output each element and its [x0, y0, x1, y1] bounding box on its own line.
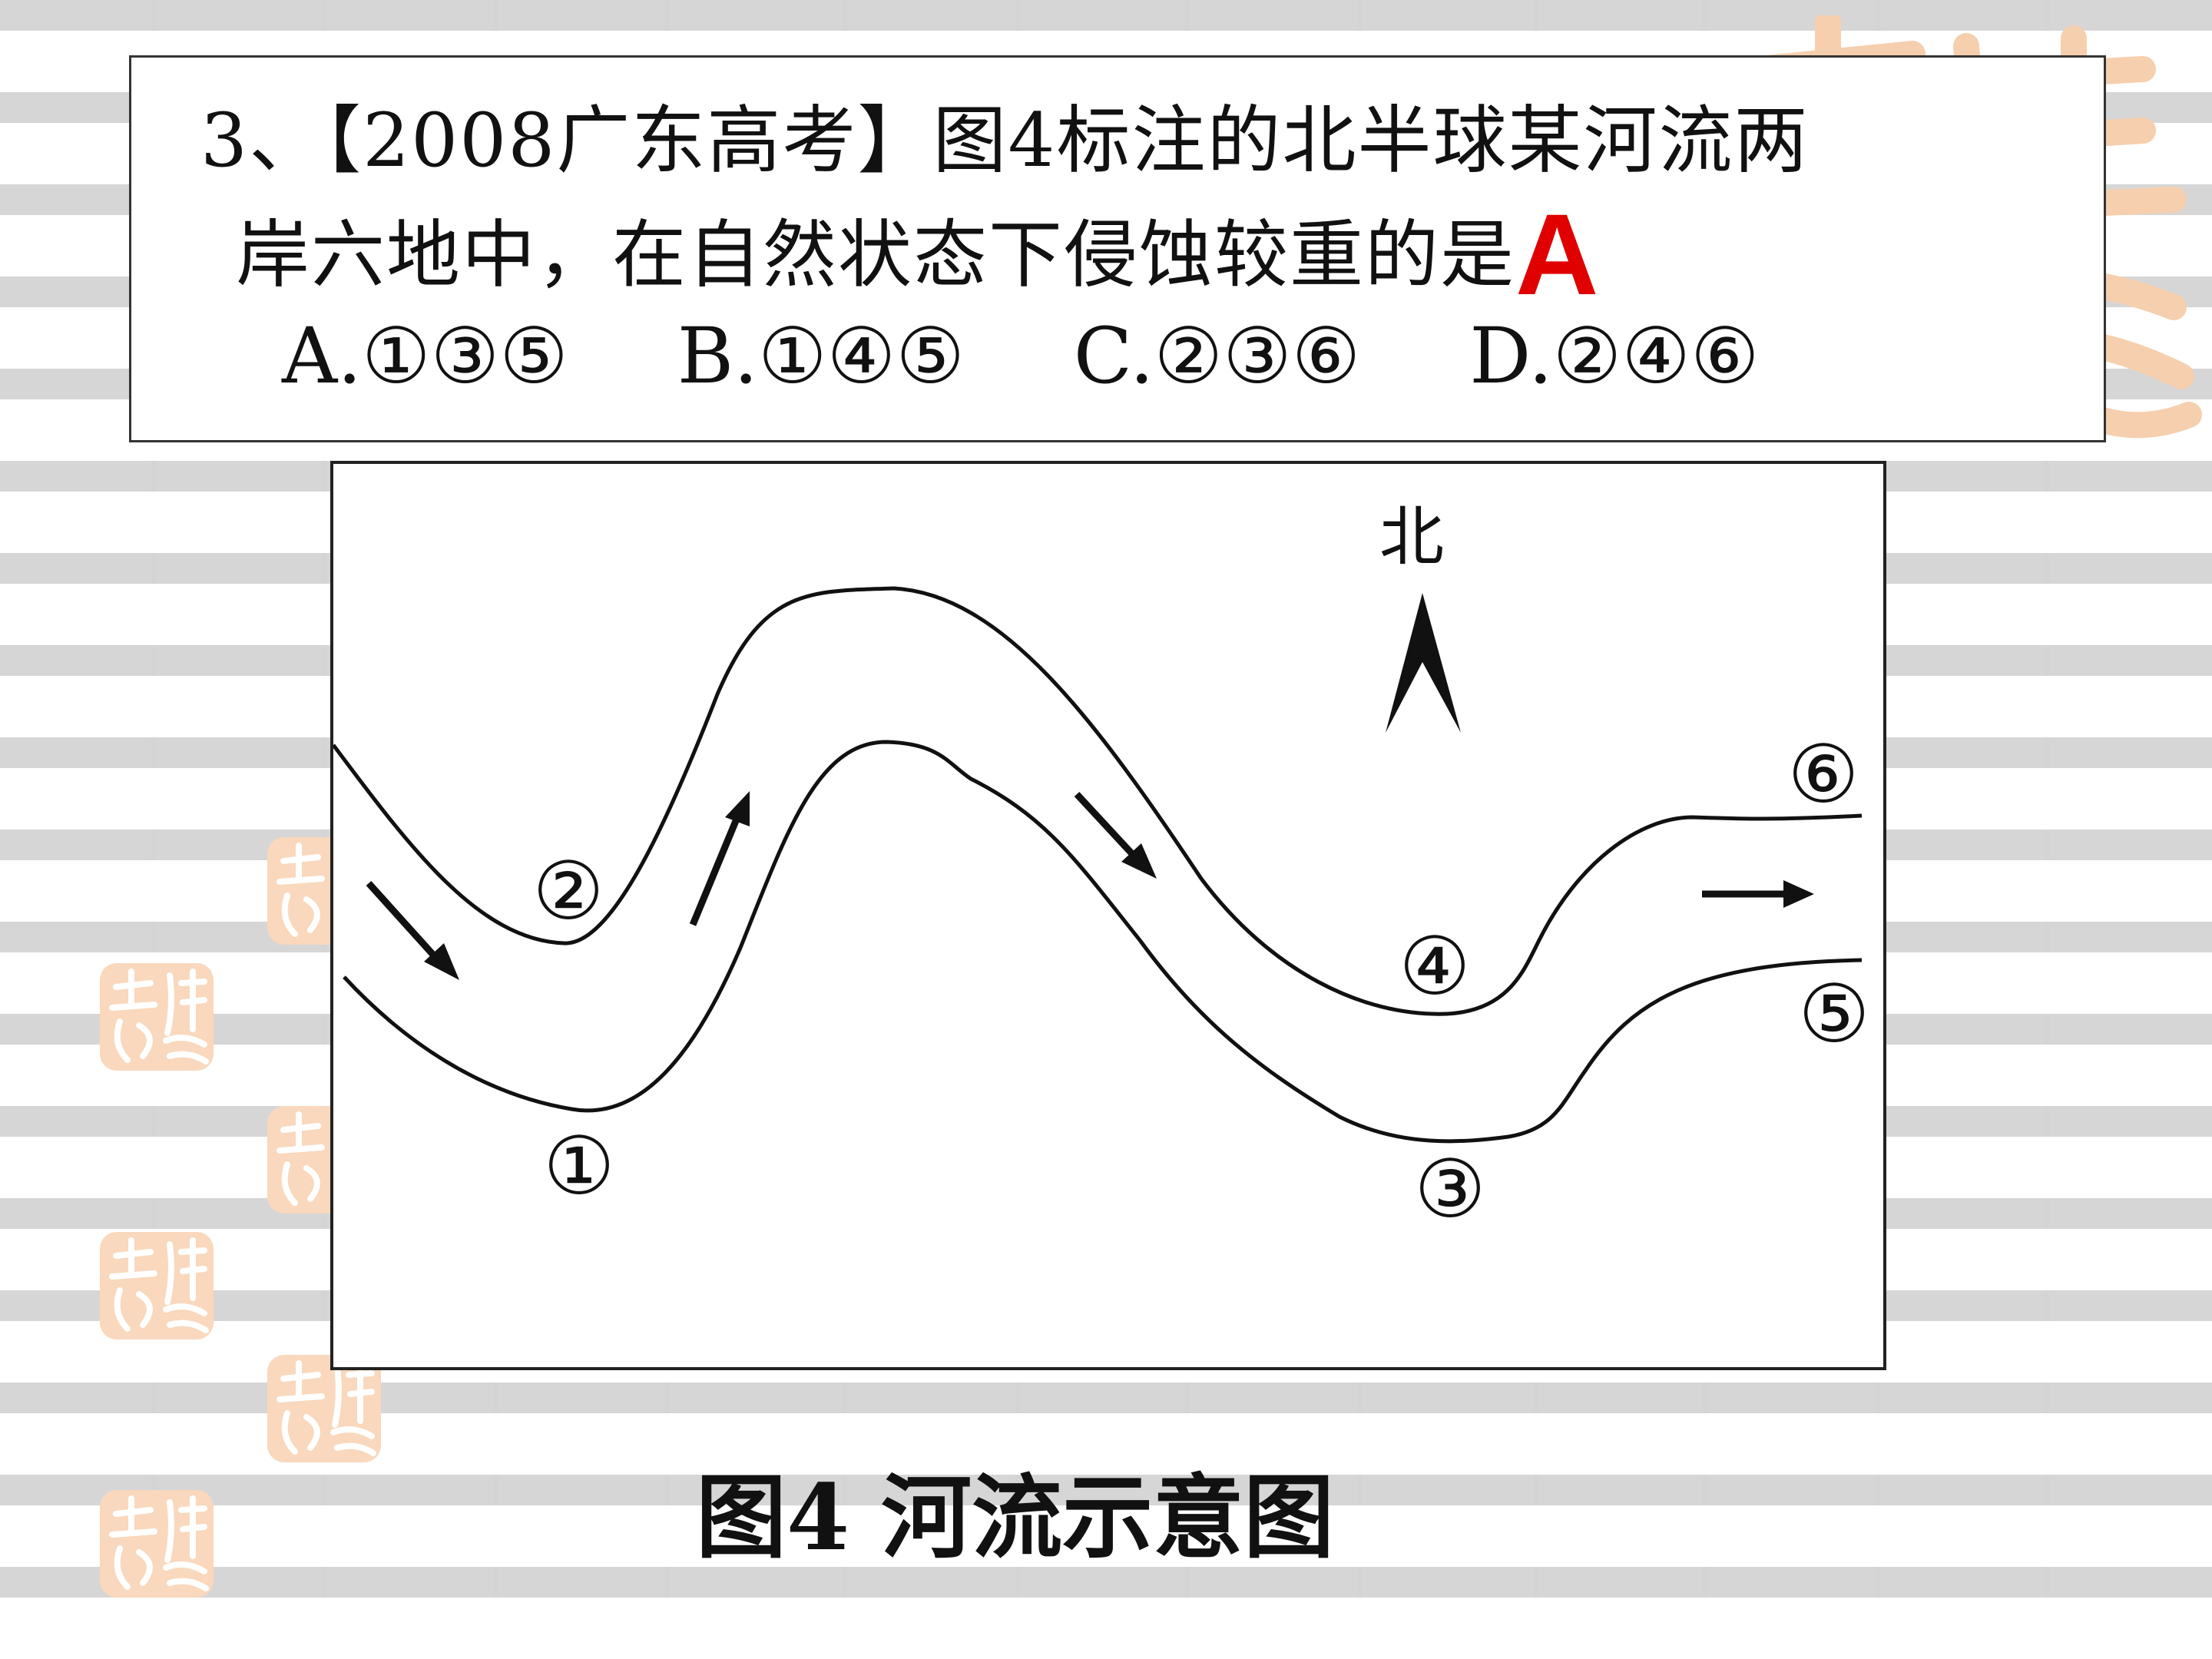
question-text-line2: 岸六地中，在自然状态下侵蚀较重的是A: [236, 188, 1600, 321]
river-diagram: 北 ② ① ④ ③ ⑥ ⑤: [333, 499, 1870, 1236]
point-label-2: ②: [532, 844, 604, 938]
flow-arrow-icon: [366, 880, 459, 980]
seal-stamp-icon: [100, 1490, 214, 1598]
point-label-4: ④: [1399, 919, 1470, 1013]
point-label-3: ③: [1414, 1142, 1485, 1236]
flow-arrow-icon: [1702, 880, 1814, 908]
seal-stamp-icon: [100, 1232, 214, 1339]
flow-arrow-icon: [689, 791, 750, 926]
point-label-1: ①: [543, 1119, 614, 1213]
question-text-line2-body: 岸六地中，在自然状态下侵蚀较重的是: [236, 212, 1515, 298]
option-b: B.①④⑤: [677, 311, 965, 401]
question-text-line1: 3、【2008广东高考】图4标注的北半球某河流两: [200, 98, 1810, 184]
figure-caption: 图4 河流示意图: [696, 1464, 1335, 1571]
option-a: A.①③⑤: [282, 311, 568, 401]
answer-mark: A: [1515, 190, 1601, 319]
river-bank-south: [343, 740, 1863, 1144]
option-c: C.②③⑥: [1073, 311, 1361, 401]
question-box: 3、【2008广东高考】图4标注的北半球某河流两 岸六地中，在自然状态下侵蚀较重…: [129, 55, 2106, 442]
north-label: 北: [1379, 499, 1444, 575]
river-map: 北 ② ① ④ ③ ⑥ ⑤: [330, 461, 1886, 1370]
seal-stamp-icon: [267, 1355, 381, 1462]
point-label-6: ⑥: [1787, 727, 1859, 821]
seal-stamp-icon: [100, 963, 214, 1071]
point-label-5: ⑤: [1798, 967, 1869, 1061]
options-row: A.①③⑤ B.①④⑤ C.②③⑥ D.②④⑥: [282, 311, 1844, 401]
flow-arrow-icon: [1074, 791, 1157, 879]
option-d: D.②④⑥: [1469, 311, 1760, 401]
north-arrow-icon: [1386, 593, 1461, 733]
river-bank-north: [333, 586, 1863, 1016]
